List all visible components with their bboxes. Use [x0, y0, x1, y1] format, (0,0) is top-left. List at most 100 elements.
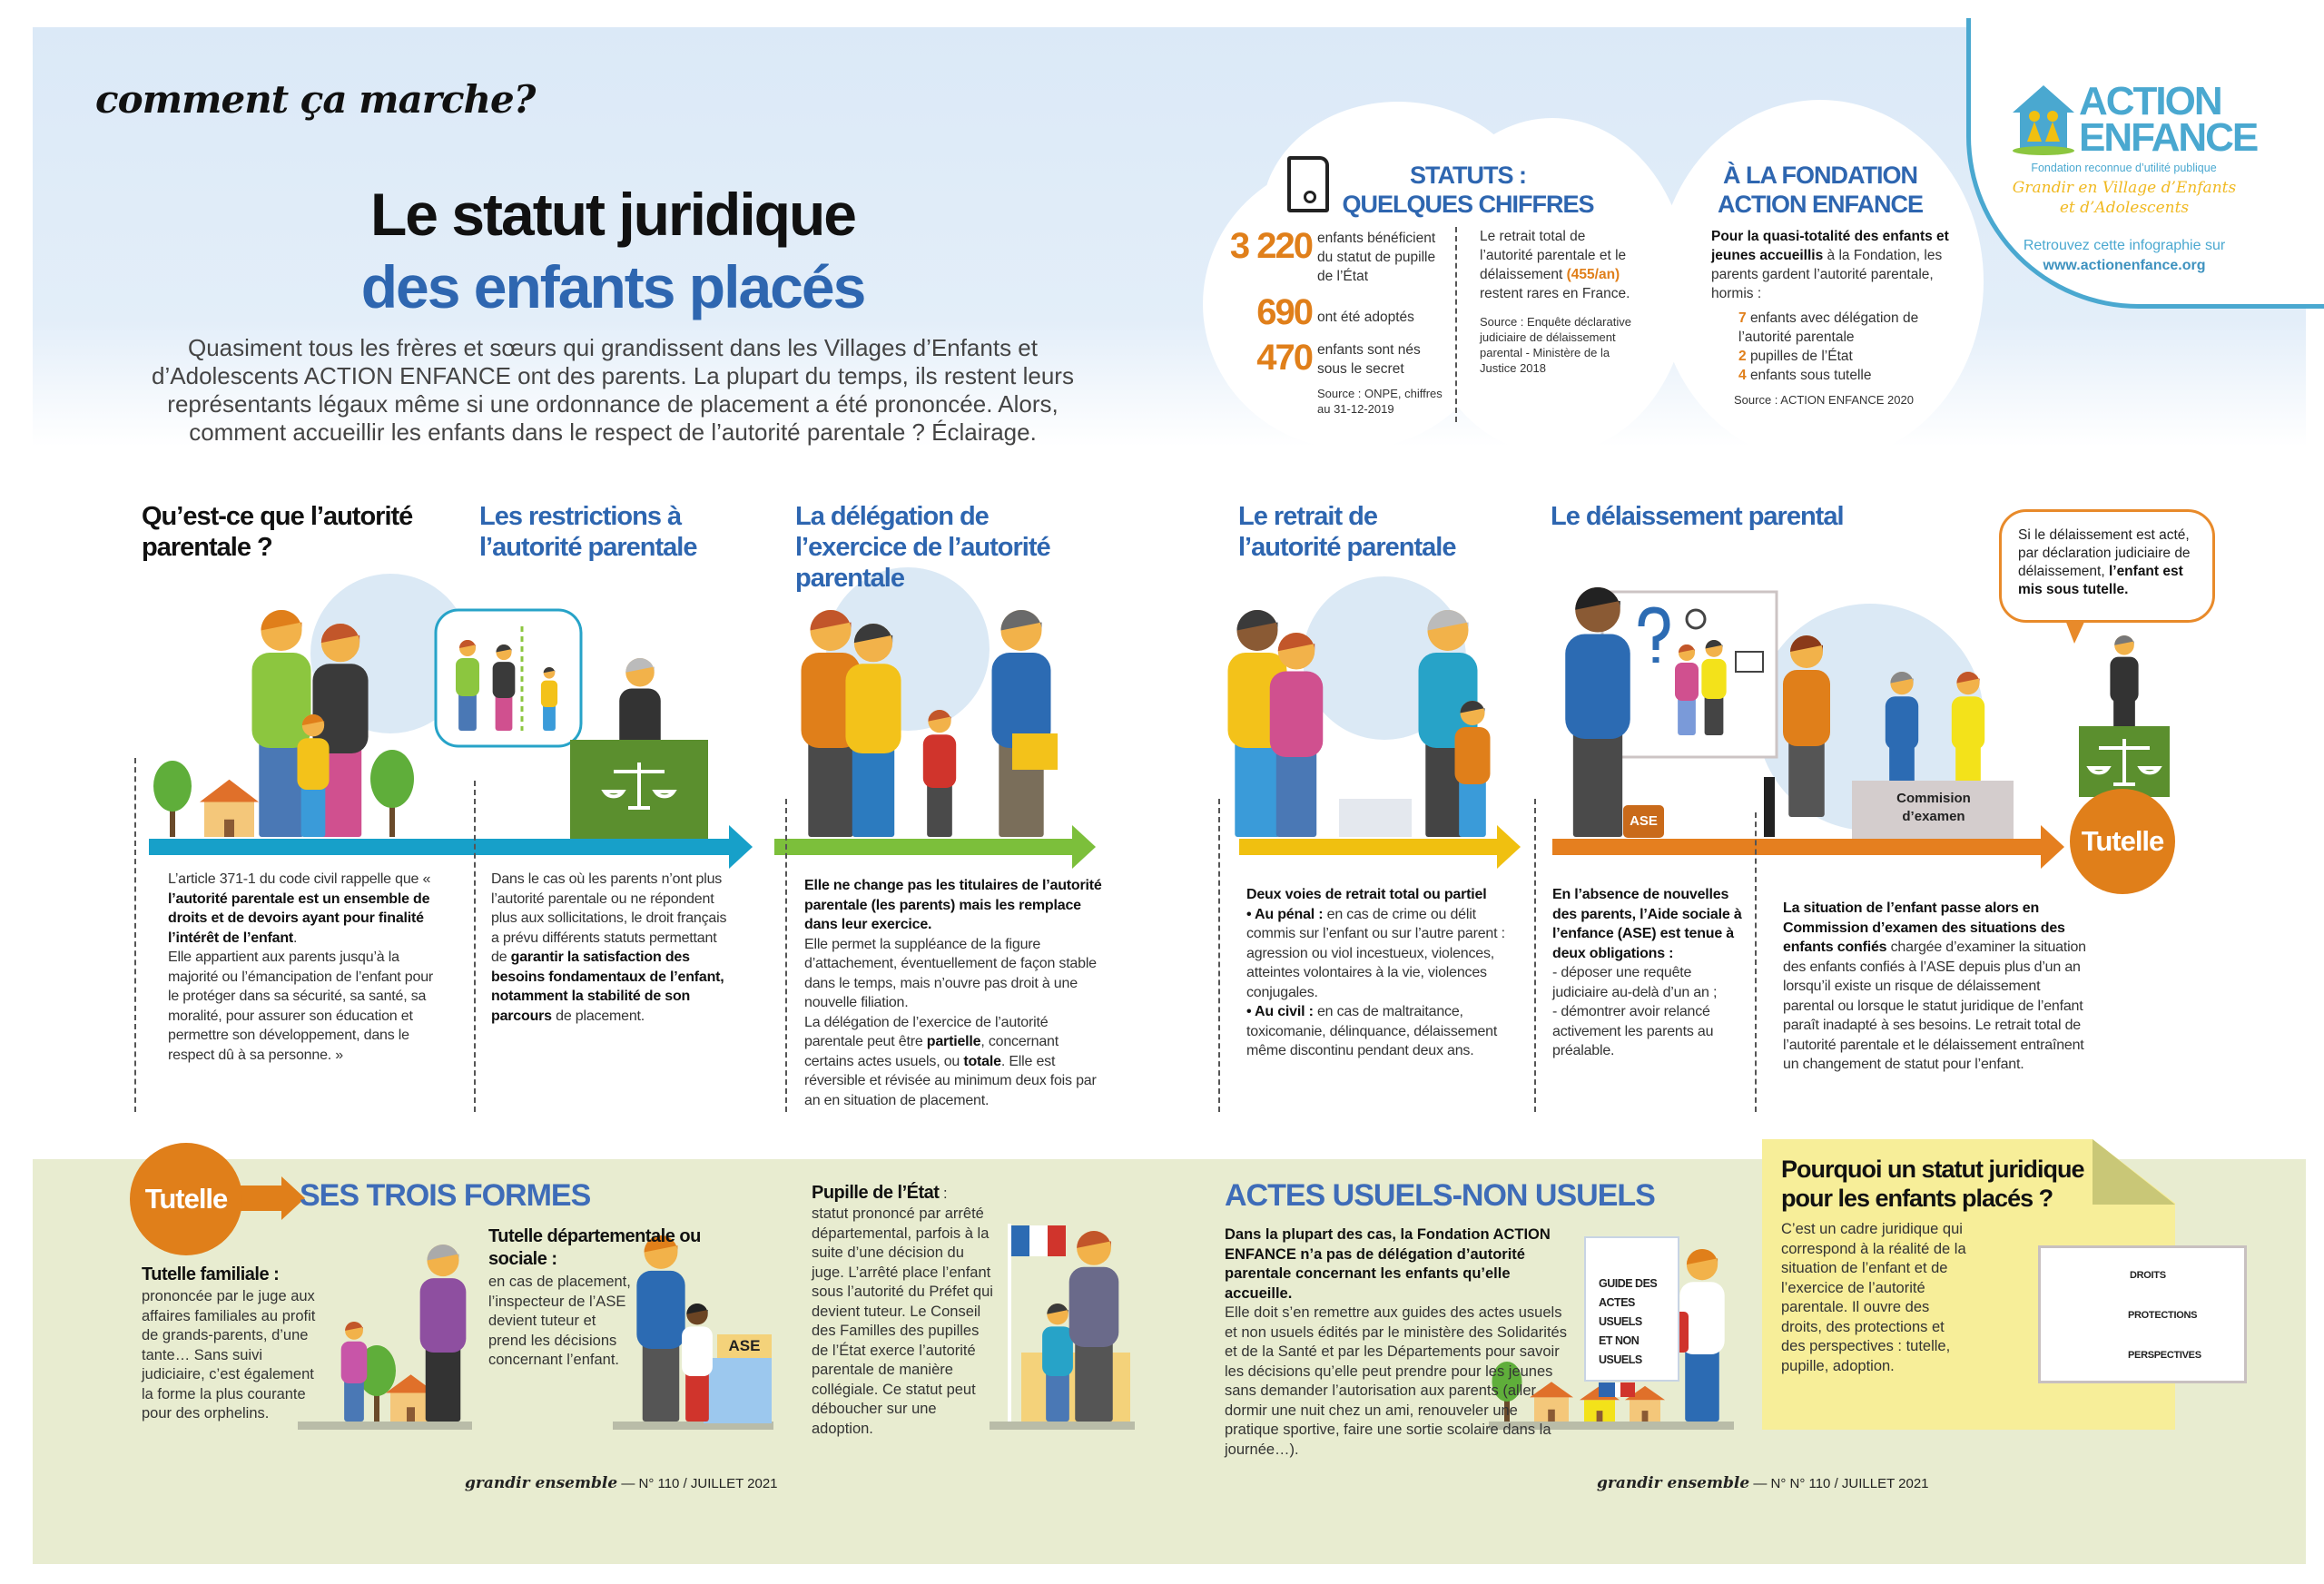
certificate-scroll-icon [1287, 156, 1329, 212]
person-legs [319, 738, 362, 837]
stat-text: ont été adoptés [1317, 310, 1414, 325]
person-head [810, 610, 852, 651]
person-hair [1890, 671, 1914, 684]
timeline-arrow-orange [1552, 825, 2064, 869]
tree-trunk [389, 793, 395, 837]
section-heading: Le délaissement parental [1551, 502, 1845, 531]
foundation-column: Pour la quasi-totalité des enfants et je… [1711, 227, 1956, 409]
bold-text-segment: Deux voies de retrait total ou partiel •… [1246, 887, 1487, 922]
footer-brand: grandir ensemble [1597, 1474, 1750, 1492]
folder-icon [1012, 733, 1058, 770]
person-legs [2113, 694, 2135, 744]
text-segment: Elle permet la suppléance de la figure d… [804, 936, 1097, 1050]
person-legs [543, 701, 556, 731]
guide-line: ET NON USUELS [1599, 1334, 1642, 1366]
text-segment: L’article 371-1 du code civil rappelle q… [168, 871, 431, 887]
item-number: 4 [1738, 368, 1747, 383]
person-head [1277, 633, 1315, 670]
bold-text-segment: garantir la satisfaction des besoins fon… [491, 949, 724, 1024]
person-body [312, 664, 369, 753]
person-body [1701, 658, 1727, 699]
stat-number: 690 [1256, 292, 1314, 332]
house-icon [204, 802, 254, 837]
person-legs [1704, 691, 1724, 735]
pupille-block: Pupille de l’État : statut prononcé par … [812, 1182, 998, 1439]
person-body [991, 653, 1051, 748]
tree-icon [370, 750, 414, 808]
text-segment: en cas de crime ou délit commis sur l’en… [1246, 906, 1505, 1000]
commission-line1: Commision [1896, 791, 1971, 806]
bold-text-segment: Pour la quasi-totalité des enfants et je… [1711, 229, 1949, 263]
connector-line [785, 799, 787, 1112]
whiteboard [1600, 590, 1778, 759]
person-body [492, 662, 516, 698]
person-legs [852, 738, 895, 837]
person-head [1956, 672, 1980, 695]
connector-line [1218, 799, 1220, 1112]
person-hair [810, 610, 852, 631]
text-segment: de placement. [551, 1008, 645, 1024]
page-title-line1: Le statut juridique [369, 181, 857, 248]
familiale-text: prononcée par le juge aux affaires famil… [142, 1288, 316, 1422]
logo-wordmark: ACTION ENFANCE [2079, 79, 2259, 158]
person-head [496, 644, 512, 661]
person-legs [458, 689, 477, 731]
divider [1455, 227, 1457, 422]
board-label-protections: PROTECTIONS [2128, 1310, 2198, 1321]
stats-list: 3 220 enfants bénéficient du statut de p… [1216, 227, 1452, 417]
person-body [922, 734, 957, 788]
text-segment: chargée d’examiner la situation des enfa… [1783, 940, 2086, 1072]
timeline-arrow-yellow [1239, 825, 1521, 869]
person-body [619, 688, 661, 755]
bold-text-segment: l’enfant est mis sous tutelle. [2018, 564, 2183, 597]
departementale-text: en cas de placement, l’inspecteur de l’A… [488, 1274, 631, 1368]
section-text: Elle ne change pas les titulaires de l’a… [804, 876, 1104, 1110]
connector-line [1534, 799, 1536, 1112]
person-body [1675, 663, 1699, 701]
slogan-line1: Grandir en Village d’Enfants [2012, 179, 2237, 197]
person-hair [301, 714, 325, 726]
logo-name-line1: ACTION [2079, 79, 2223, 123]
cloud-shape [1416, 118, 1689, 454]
person-head [1460, 701, 1485, 725]
background-circle [1303, 576, 1466, 740]
person-hair [320, 624, 360, 644]
stat-number: 470 [1256, 338, 1314, 378]
section-heading: Les restrictions à l’autorité parentale [479, 502, 697, 562]
pupille-title: Pupille de l’État [812, 1183, 940, 1203]
background-circle [310, 574, 470, 733]
person-legs [808, 733, 853, 837]
guide-line: GUIDE DES [1599, 1277, 1658, 1290]
connector-line [134, 758, 136, 1112]
section-heading: La délégation de l’exercice de l’autorit… [795, 502, 1051, 593]
person-body [251, 653, 311, 748]
foundation-item: 4 enfants sous tutelle [1738, 366, 1943, 385]
familiale-title: Tutelle familiale : [142, 1264, 280, 1284]
section-heading: Qu’est-ce que l’autorité parentale ? [142, 502, 413, 562]
guide-book: GUIDE DES ACTES USUELS ET NON USUELS [1584, 1236, 1679, 1397]
bold-text-segment: Dans la plupart des cas, la Fondation AC… [1225, 1226, 1551, 1302]
text-segment: . Elle appartient aux parents jusqu’à la… [168, 930, 434, 1063]
section-text: En l’absence de nouvelles des parents, l… [1552, 885, 1743, 1061]
footer-left: grandir ensemble — N° 110 / JUILLET 2021 [465, 1474, 778, 1492]
ase-sign: ASE [717, 1334, 772, 1358]
footer-brand: grandir ensemble [465, 1474, 618, 1492]
person-head [459, 640, 476, 656]
person-head [1000, 610, 1042, 651]
bold-text-segment: • Au civil : [1246, 1004, 1314, 1019]
foundation-list: 7 enfants avec délégation de l’autorité … [1738, 309, 1943, 385]
person-hair [1575, 587, 1620, 610]
stats-title-line1: STATUTS : [1410, 162, 1527, 189]
slogan-line2: et d’Adolescents [2059, 199, 2190, 217]
item-number: 7 [1738, 310, 1747, 326]
website-link[interactable]: www.actionenfance.org [2043, 258, 2206, 273]
logo-tagline: Fondation reconnue d’utilité publique [2031, 162, 2217, 174]
person-hair [261, 610, 302, 631]
logo-house-icon [2013, 85, 2074, 155]
section-text: La situation de l’enfant passe alors en … [1783, 899, 2092, 1075]
person-body [1227, 653, 1287, 748]
person-legs [495, 691, 513, 731]
departementale-title: Tutelle départementale ou sociale : [488, 1226, 701, 1269]
person-body [1418, 653, 1478, 748]
person-legs [1572, 722, 1623, 837]
